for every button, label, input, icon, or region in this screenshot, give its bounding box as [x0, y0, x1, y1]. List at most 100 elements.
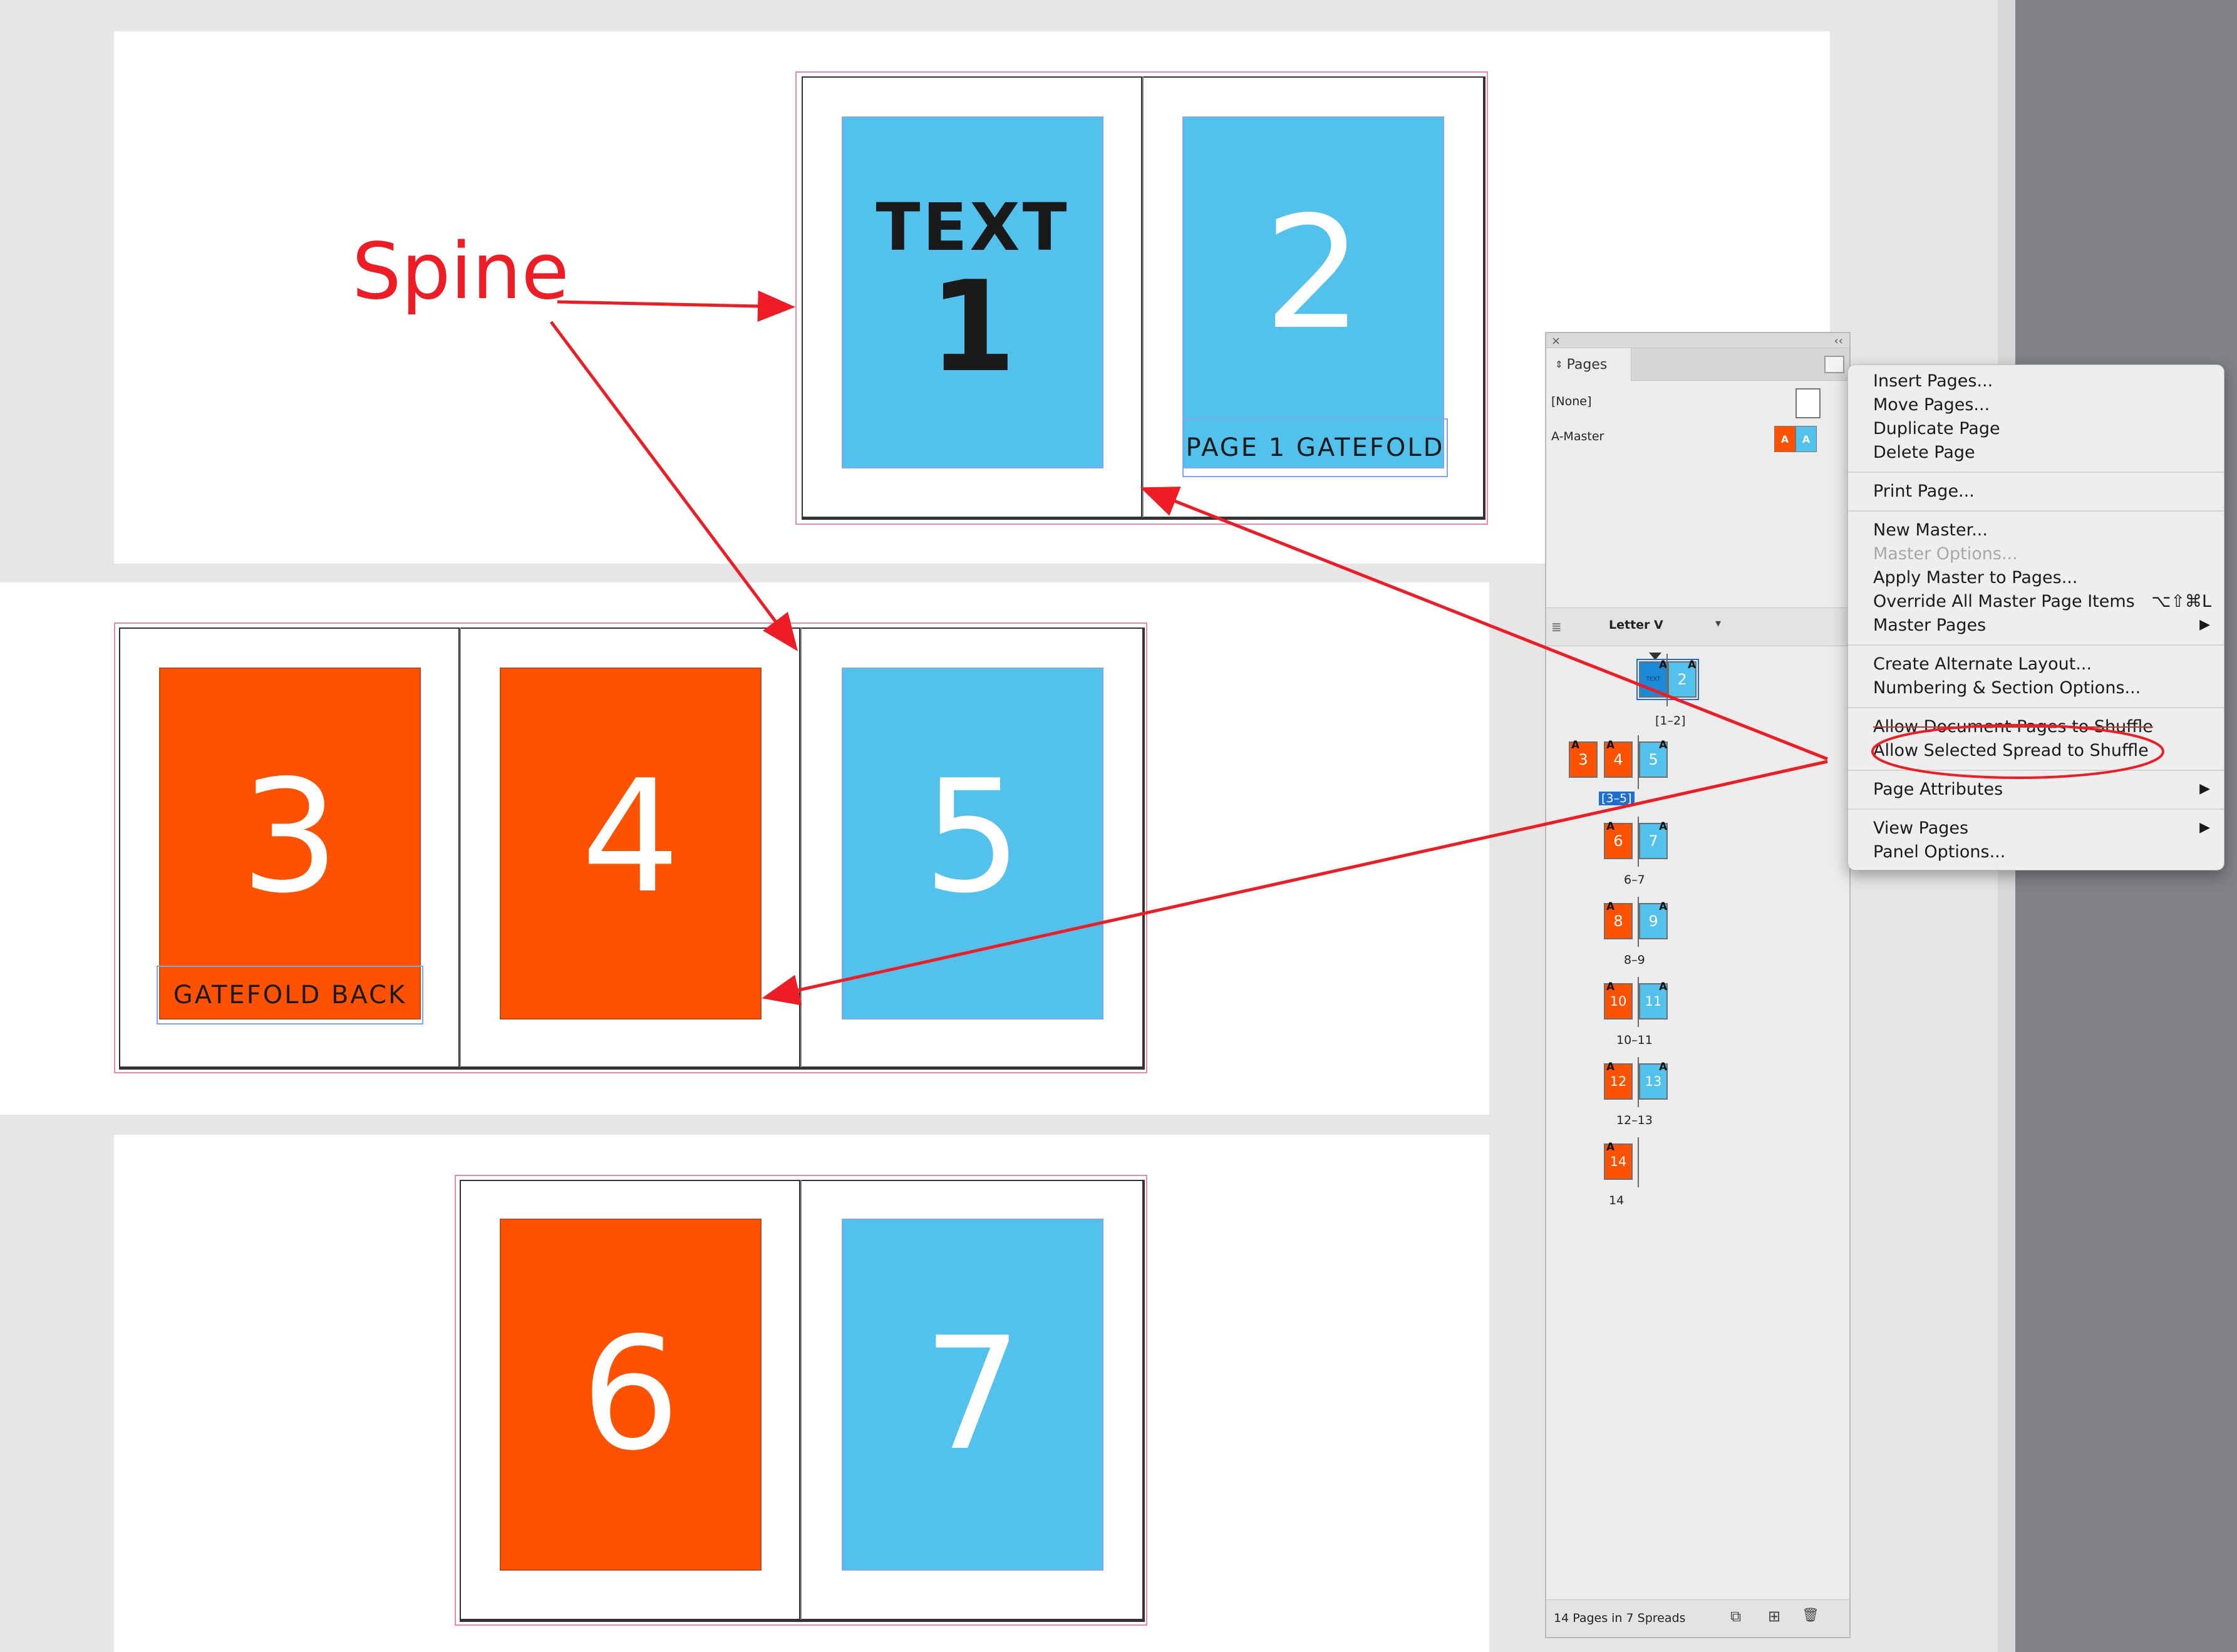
menu-separator: [1848, 808, 2224, 810]
chevron-down-icon[interactable]: ▾: [1715, 617, 1722, 630]
pages-panel-context-menu[interactable]: Insert Pages... Move Pages... Duplicate …: [1847, 364, 2224, 870]
page-4-frame[interactable]: 4: [500, 668, 762, 1020]
spread-label[interactable]: 6–7: [1624, 873, 1645, 887]
menu-apply-master[interactable]: Apply Master to Pages...: [1873, 568, 2078, 587]
page-size-bar: ≣ Letter V ▾: [1546, 607, 1849, 646]
spine-annotation-label: Spine: [352, 227, 569, 317]
submenu-arrow-icon: ▶: [2199, 781, 2210, 797]
menu-allow-selected-spread-shuffle[interactable]: Allow Selected Spread to Shuffle: [1873, 741, 2149, 760]
new-page-icon[interactable]: ⊞: [1768, 1608, 1781, 1625]
menu-insert-pages[interactable]: Insert Pages...: [1873, 371, 1993, 391]
menu-print-page[interactable]: Print Page...: [1873, 482, 1975, 501]
menu-master-pages[interactable]: Master Pages: [1873, 616, 1986, 635]
edit-page-size-icon[interactable]: ⧉: [1730, 1608, 1742, 1625]
page-1-number: 1: [929, 254, 1016, 400]
menu-separator: [1848, 472, 2224, 473]
panel-page-number: 9: [1648, 912, 1658, 930]
panel-page-10[interactable]: A 10: [1604, 981, 1633, 1020]
page-2-frame[interactable]: 2: [1182, 116, 1444, 468]
menu-allow-document-pages-shuffle[interactable]: Allow Document Pages to Shuffle: [1873, 717, 2153, 736]
panel-page-7[interactable]: A 7: [1639, 822, 1668, 859]
panel-page-12[interactable]: A 12: [1604, 1061, 1633, 1100]
grip-icon[interactable]: ≣: [1551, 619, 1562, 634]
panel-page-number: 8: [1613, 912, 1623, 930]
page-6-frame[interactable]: 6: [500, 1219, 762, 1571]
page-3-caption-box[interactable]: GATEFOLD BACK: [157, 966, 423, 1025]
master-tag: A: [1659, 739, 1668, 751]
panel-page-8[interactable]: A 8: [1604, 902, 1633, 939]
panel-page-number: 11: [1645, 994, 1662, 1009]
page-4-number: 4: [581, 747, 680, 927]
master-tag: A: [1659, 901, 1668, 913]
menu-move-pages[interactable]: Move Pages...: [1873, 395, 1990, 415]
spread-label[interactable]: 8–9: [1624, 953, 1645, 967]
master-a-label[interactable]: A-Master: [1551, 430, 1604, 443]
master-none-thumbnail[interactable]: [1795, 388, 1821, 418]
spread-3-bleed: [455, 1175, 1147, 1626]
panel-spread-spine: [1638, 977, 1639, 1027]
collapse-icon[interactable]: ‹‹: [1834, 334, 1843, 348]
panel-page-number: 6: [1613, 832, 1623, 850]
spread-label-selected[interactable]: [3–5]: [1599, 792, 1635, 805]
spread-label[interactable]: 14: [1609, 1194, 1625, 1207]
menu-view-pages[interactable]: View Pages: [1873, 818, 1969, 838]
close-icon[interactable]: ×: [1551, 334, 1561, 348]
panel-spread-spine: [1638, 817, 1639, 867]
menu-master-options[interactable]: Master Options...: [1873, 544, 2018, 564]
master-none-label[interactable]: [None]: [1551, 395, 1592, 408]
override-shortcut: ⌥⇧⌘L: [2151, 592, 2211, 611]
panel-page-5[interactable]: A 5: [1639, 739, 1668, 778]
spread-label[interactable]: 10–11: [1616, 1033, 1653, 1047]
delete-page-icon[interactable]: 🗑: [1802, 1608, 1819, 1623]
page-1-frame[interactable]: TEXT 1: [842, 116, 1103, 468]
menu-panel-options[interactable]: Panel Options...: [1873, 842, 2006, 862]
spread-label[interactable]: [1–2]: [1655, 714, 1686, 728]
master-tag: A: [1606, 739, 1615, 751]
menu-separator: [1848, 644, 2224, 646]
page-2-caption-box[interactable]: PAGE 1 GATEFOLD: [1182, 418, 1448, 477]
menu-separator: [1848, 707, 2224, 708]
panel-tab-row: ⇕ Pages: [1546, 348, 1849, 381]
panel-page-6[interactable]: A 6: [1604, 822, 1633, 859]
panel-page-3[interactable]: A 3: [1569, 740, 1598, 778]
page-3-frame[interactable]: 3: [159, 668, 421, 1020]
panel-menu-icon[interactable]: [1824, 356, 1844, 373]
panel-page-number: 14: [1609, 1154, 1627, 1169]
panel-page-4[interactable]: A 4: [1604, 739, 1633, 778]
menu-numbering-section-options[interactable]: Numbering & Section Options...: [1873, 678, 2141, 698]
menu-delete-page[interactable]: Delete Page: [1873, 443, 1975, 462]
master-tag: A: [1659, 1061, 1668, 1073]
tab-pages[interactable]: ⇕ Pages: [1546, 348, 1631, 381]
page-5-frame[interactable]: 5: [842, 668, 1103, 1020]
panel-title-bar[interactable]: × ‹‹: [1546, 333, 1849, 348]
selected-spread-outline: [1636, 659, 1699, 700]
panel-spread-spine: [1638, 735, 1639, 789]
master-tag: A: [1659, 981, 1668, 993]
panel-page-number: 13: [1645, 1074, 1662, 1089]
panel-page-number: 10: [1609, 994, 1627, 1009]
master-a-left-thumbnail[interactable]: A: [1774, 426, 1795, 452]
panel-page-11[interactable]: A 11: [1639, 981, 1668, 1020]
pages-panel[interactable]: × ‹‹ ⇕ Pages [None] A-Master A A ≣ Lette…: [1545, 332, 1851, 1638]
master-tag: A: [1606, 981, 1615, 993]
panel-page-9[interactable]: A 9: [1639, 901, 1668, 939]
page-7-number: 7: [923, 1304, 1022, 1485]
master-tag: A: [1606, 1061, 1615, 1073]
menu-page-attributes[interactable]: Page Attributes: [1873, 780, 2003, 799]
panel-spread-spine: [1638, 1057, 1639, 1107]
panel-page-number: 4: [1613, 751, 1623, 768]
panel-page-14[interactable]: A 14: [1604, 1142, 1633, 1180]
menu-override-master-items[interactable]: Override All Master Page Items: [1873, 592, 2135, 611]
menu-separator: [1848, 510, 2224, 512]
menu-new-master[interactable]: New Master...: [1873, 520, 1988, 540]
page-7-frame[interactable]: 7: [842, 1219, 1103, 1571]
page-size-select[interactable]: Letter V: [1609, 618, 1663, 632]
menu-duplicate-page[interactable]: Duplicate Page: [1873, 419, 2000, 438]
spread-2-spine: [800, 627, 802, 1067]
spread-label[interactable]: 12–13: [1616, 1113, 1653, 1127]
spread-2-fold-1: [460, 627, 461, 1067]
master-a-right-thumbnail[interactable]: A: [1795, 426, 1817, 452]
panel-page-13[interactable]: A 13: [1639, 1061, 1668, 1100]
page-count-status: 14 Pages in 7 Spreads: [1554, 1611, 1686, 1625]
menu-create-alternate-layout[interactable]: Create Alternate Layout...: [1873, 654, 2092, 674]
